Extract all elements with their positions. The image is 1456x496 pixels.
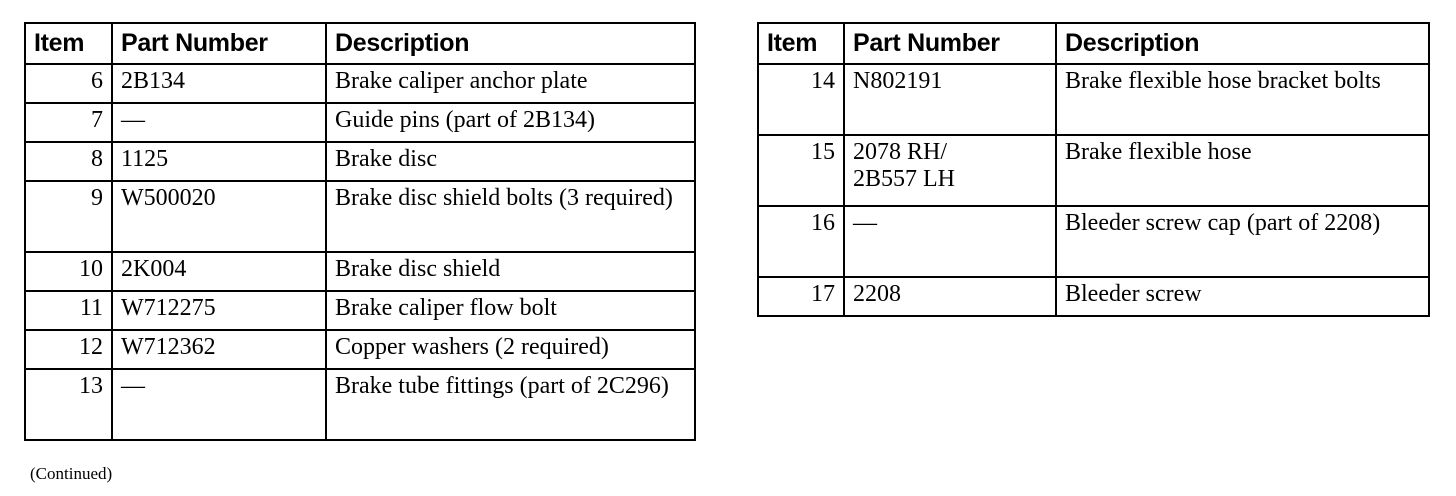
cell-part-number: 2K004: [111, 251, 327, 292]
table-row: 7—Guide pins (part of 2B134): [24, 102, 696, 143]
cell-item: 16: [757, 205, 845, 278]
cell-item: 10: [24, 251, 113, 292]
cell-part-number: W712362: [111, 329, 327, 370]
cell-item: 12: [24, 329, 113, 370]
cell-description: Bleeder screw: [1055, 276, 1430, 317]
table-row: 13—Brake tube fittings (part of 2C296): [24, 368, 696, 441]
cell-description: Brake tube fittings (part of 2C296): [325, 368, 696, 441]
header-row: Item Part Number Description: [757, 22, 1430, 65]
cell-item: 7: [24, 102, 113, 143]
cell-item: 9: [24, 180, 113, 253]
table-row: 16—Bleeder screw cap (part of 2208): [757, 205, 1430, 278]
cell-item: 14: [757, 63, 845, 136]
column-header-description: Description: [325, 22, 696, 65]
cell-description: Brake flexible hose: [1055, 134, 1430, 207]
cell-description: Brake flexible hose bracket bolts: [1055, 63, 1430, 136]
column-header-item: Item: [24, 22, 113, 65]
cell-part-number: —: [111, 368, 327, 441]
cell-part-number: W500020: [111, 180, 327, 253]
cell-part-number: 1125: [111, 141, 327, 182]
cell-item: 6: [24, 63, 113, 104]
cell-part-number: 2078 RH/2B557 LH: [843, 134, 1057, 207]
cell-part-number: W712275: [111, 290, 327, 331]
cell-description: Guide pins (part of 2B134): [325, 102, 696, 143]
table-header-left: Item Part Number Description: [24, 22, 696, 65]
cell-part-number: 2B134: [111, 63, 327, 104]
column-header-part-number: Part Number: [111, 22, 327, 65]
cell-part-number: —: [843, 205, 1057, 278]
cell-item: 13: [24, 368, 113, 441]
cell-description: Brake caliper anchor plate: [325, 63, 696, 104]
cell-part-number: —: [111, 102, 327, 143]
table-header-right: Item Part Number Description: [757, 22, 1430, 65]
cell-item: 8: [24, 141, 113, 182]
cell-part-number: N802191: [843, 63, 1057, 136]
cell-item: 11: [24, 290, 113, 331]
cell-description: Brake disc shield: [325, 251, 696, 292]
cell-description: Copper washers (2 required): [325, 329, 696, 370]
column-header-description: Description: [1055, 22, 1430, 65]
cell-description: Bleeder screw cap (part of 2208): [1055, 205, 1430, 278]
cell-description: Brake disc: [325, 141, 696, 182]
cell-description: Brake disc shield bolts (3 required): [325, 180, 696, 253]
column-header-item: Item: [757, 22, 845, 65]
cell-description: Brake caliper flow bolt: [325, 290, 696, 331]
continued-note: (Continued): [30, 464, 113, 483]
cell-part-number: 2208: [843, 276, 1057, 317]
cell-item: 17: [757, 276, 845, 317]
cell-item: 15: [757, 134, 845, 207]
column-header-part-number: Part Number: [843, 22, 1057, 65]
header-row: Item Part Number Description: [24, 22, 696, 65]
